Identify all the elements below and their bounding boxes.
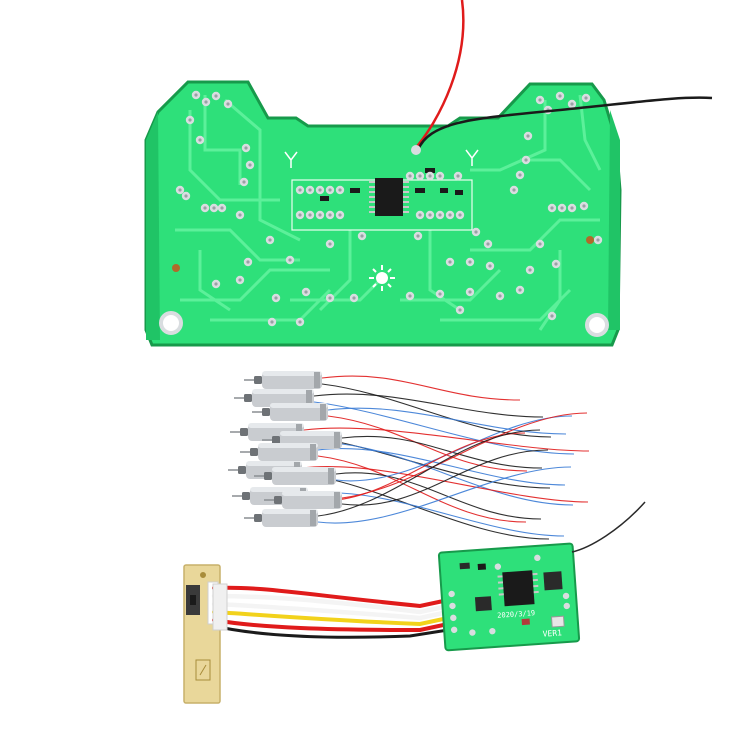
version-label: VER1 [542, 628, 562, 638]
black-wire [416, 96, 713, 151]
date-label: 2020/3/19 [497, 609, 535, 620]
motor-wires [301, 375, 590, 540]
coreless-motors [228, 371, 342, 527]
receiver-antenna-wire [571, 501, 646, 553]
sun-logo-icon [369, 265, 395, 291]
receiver-ic-chip [502, 570, 535, 607]
mounting-holes [159, 236, 609, 337]
coreless-motor-bundle [228, 371, 590, 540]
receiver-wires [211, 583, 451, 639]
red-wire [413, 0, 465, 151]
receiver-board: VER1 2020/3/19 [437, 501, 646, 652]
main-ic-chip [369, 178, 409, 216]
remote-control-pcb [144, 0, 713, 347]
antenna-symbol-icon [284, 149, 479, 168]
smd-components [320, 168, 463, 201]
